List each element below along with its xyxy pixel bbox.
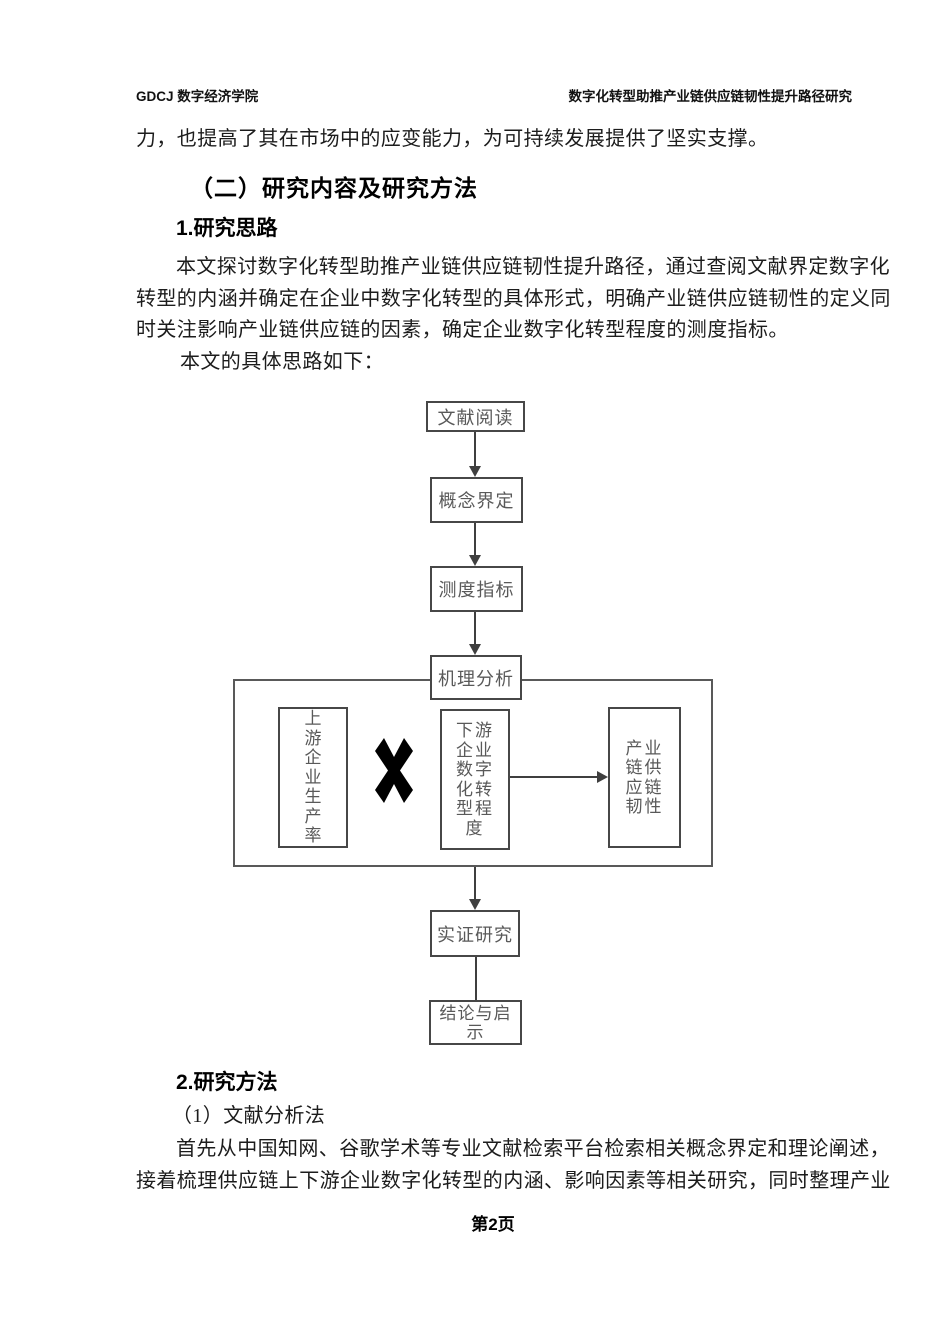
connector-line-horizontal [510,776,599,778]
flow-node-mechanism-analysis: 机理分析 [430,655,522,700]
header-right: 数字化转型助推产业链供应链韧性提升路径研究 [568,89,853,104]
bold-x-cross-icon [375,738,413,803]
arrow-down-icon [469,899,481,910]
sub-heading-research-idea: 1.研究思路 [176,217,278,240]
flow-node-literature-reading: 文献阅读 [426,401,525,432]
arrow-down-icon [469,644,481,655]
box-downstream-digital-transformation: 下游 企业 数字 化转 型程 度 [440,709,510,850]
section-heading: （二）研究内容及研究方法 [190,175,478,201]
paragraph-1-line-3: 时关注影响产业链供应链的因素，确定企业数字化转型程度的测度指标。 [136,319,789,341]
flow-node-concept-definition: 概念界定 [430,477,523,523]
paragraph-1-line-1: 本文探讨数字化转型助推产业链供应链韧性提升路径，通过查阅文献界定数字化 [176,256,890,278]
connector-line-3 [474,612,476,644]
method-item-title: （1）文献分析法 [172,1105,326,1127]
arrow-right-icon [597,771,608,783]
paragraph-1-line-2: 转型的内涵并确定在企业中数字化转型的具体形式，明确产业链供应链韧性的定义同 [136,288,891,310]
arrow-down-icon [469,555,481,566]
paragraph-3-line-2: 接着梳理供应链上下游企业数字化转型的内涵、影响因素等相关研究，同时整理产业 [136,1170,891,1192]
header-left: GDCJ 数字经济学院 [136,89,259,104]
page-number: 第2页 [471,1215,515,1234]
box-upstream-productivity: 上 游 企 业 生 产 率 [278,707,348,848]
sub-heading-research-method: 2.研究方法 [176,1071,278,1094]
connector-line-2 [474,523,476,555]
box-chain-resilience: 产业 链供 应链 韧性 [608,707,681,848]
connector-line-5 [475,957,477,1000]
paragraph-3-line-1: 首先从中国知网、谷歌学术等专业文献检索平台检索相关概念界定和理论阐述， [176,1138,890,1160]
connector-line-4 [474,867,476,900]
flow-node-measurement-index: 测度指标 [430,566,523,612]
paragraph-intro-tail: 力，也提高了其在市场中的应变能力，为可持续发展提供了坚实支撑。 [136,128,769,150]
paragraph-2: 本文的具体思路如下： [180,351,384,373]
connector-line-1 [474,432,476,466]
flow-node-empirical-research: 实证研究 [430,910,520,957]
arrow-down-icon [469,466,481,477]
flow-node-conclusion: 结论与启 示 [429,1000,522,1045]
